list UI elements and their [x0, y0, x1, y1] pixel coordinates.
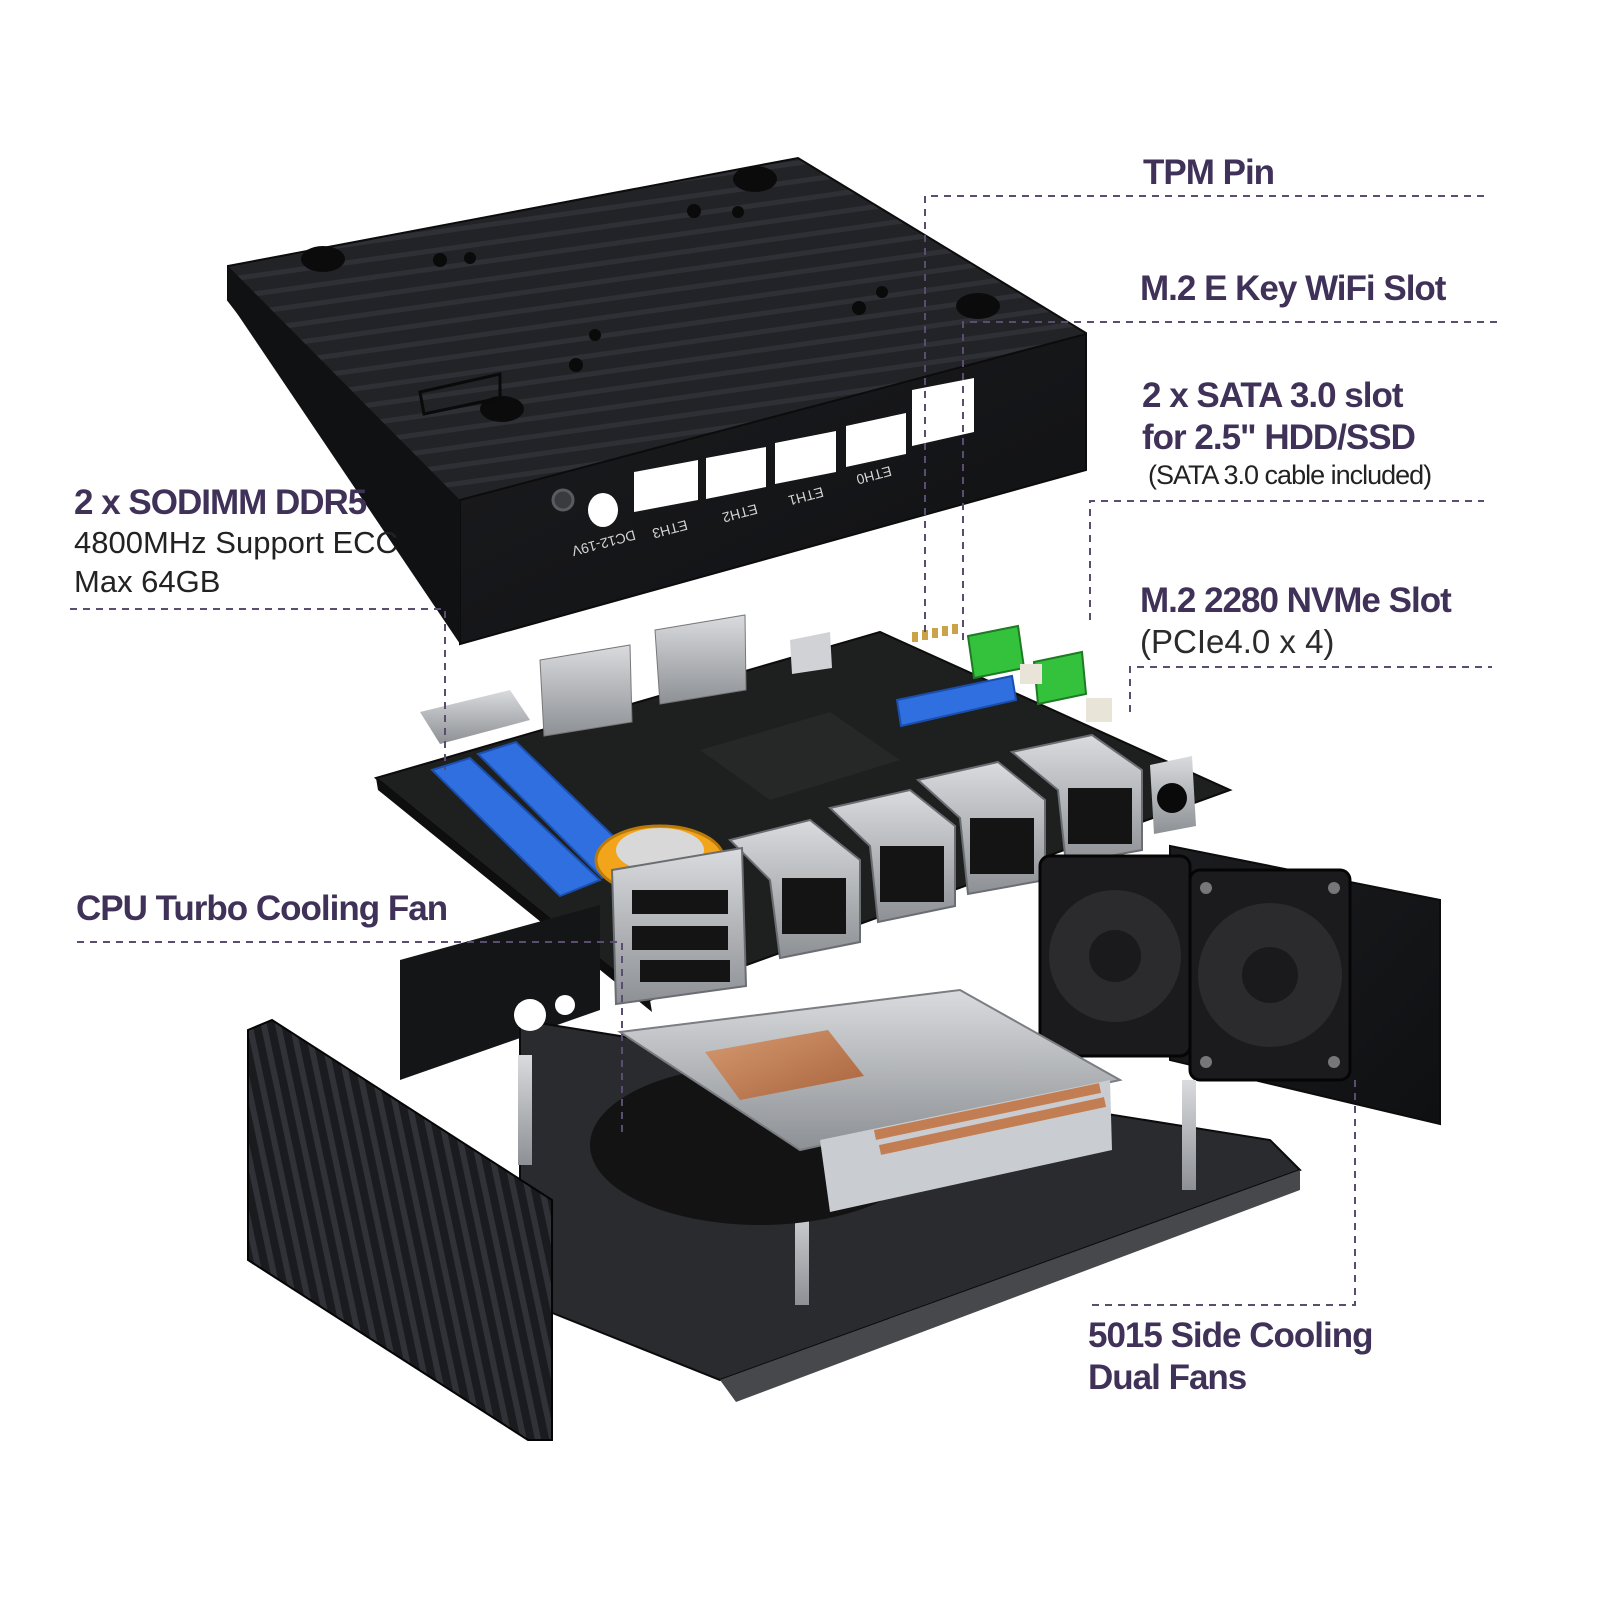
tpm-callout: TPM Pin [1143, 152, 1275, 194]
top-cover: ETH0 ETH1 ETH2 ETH3 DC12-19V [227, 156, 1087, 646]
side-fan-module [1038, 844, 1441, 1126]
cpu-fan-callout: CPU Turbo Cooling Fan [76, 888, 448, 930]
cpu-cooler [590, 988, 1123, 1225]
sodimm-callout-title: 2 x SODIMM DDR5 [74, 483, 367, 522]
mainboard [373, 614, 1233, 1012]
sata-callout-note: (SATA 3.0 cable included) [1148, 460, 1432, 490]
leader-lines [70, 195, 1497, 1306]
side-fans-callout-title-line1: 5015 Side Cooling [1088, 1316, 1373, 1355]
sata-connectors [966, 624, 1112, 722]
ethernet-jacks [728, 733, 1143, 960]
tpm-callout-title: TPM Pin [1143, 153, 1275, 192]
front-fin-panel [247, 1018, 553, 1441]
sodimm-callout: 2 x SODIMM DDR5 4800MHz Support ECC Max … [74, 482, 398, 602]
sodimm-callout-sub-line2: Max 64GB [74, 563, 221, 599]
nvme-callout-title: M.2 2280 NVMe Slot [1140, 581, 1452, 620]
rear-port-cutouts [588, 378, 974, 527]
wifi-callout: M.2 E Key WiFi Slot [1140, 268, 1446, 310]
sata-callout-title-line1: 2 x SATA 3.0 slot [1142, 376, 1404, 415]
sodimm-callout-sub-line1: 4800MHz Support ECC [74, 525, 398, 560]
tpm-header [912, 624, 958, 642]
wifi-callout-title: M.2 E Key WiFi Slot [1140, 269, 1446, 308]
side-fans-callout-title-line2: Dual Fans [1088, 1358, 1247, 1397]
nvme-slot [895, 674, 1018, 728]
sata-callout-title-line2: for 2.5" HDD/SSD [1142, 418, 1416, 457]
sata-callout: 2 x SATA 3.0 slot for 2.5" HDD/SSD (SATA… [1142, 375, 1432, 491]
nvme-callout: M.2 2280 NVMe Slot (PCIe4.0 x 4) [1140, 580, 1452, 662]
cpu-fan-callout-title: CPU Turbo Cooling Fan [76, 889, 448, 928]
side-fans-callout: 5015 Side Cooling Dual Fans [1088, 1315, 1373, 1399]
nvme-callout-sub: (PCIe4.0 x 4) [1140, 623, 1335, 660]
